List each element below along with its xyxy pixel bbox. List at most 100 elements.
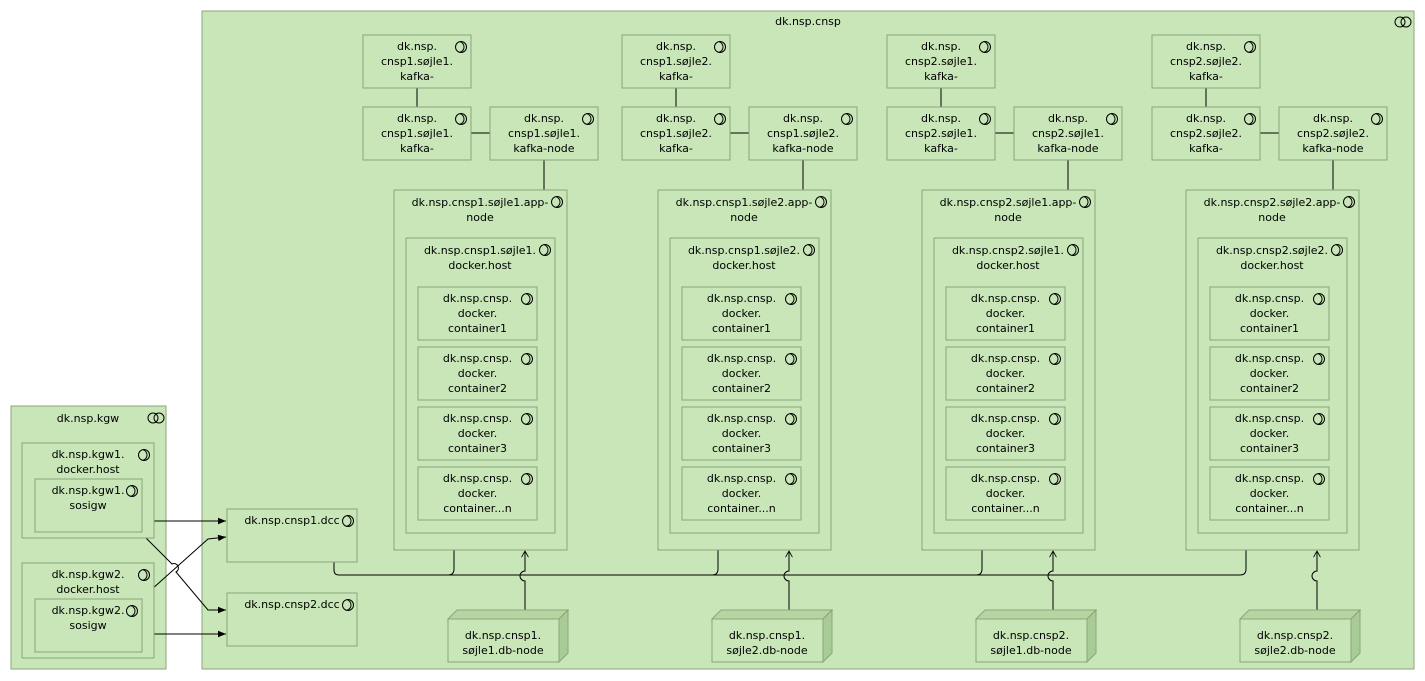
app-node-label: dk.nsp.cnsp1.søjle1.app-node — [412, 196, 549, 224]
app-to-bus-link — [1239, 550, 1247, 576]
docker-container-4-label: dk.nsp.cnsp.docker.container...n — [971, 472, 1040, 515]
db-node-2[interactable]: dk.nsp.cnsp1.søjle2.db-node — [710, 608, 834, 664]
kafka-node-1[interactable]: dk.nsp.cnsp1.søjle1.kafka-node — [489, 106, 599, 161]
node-icon — [1371, 113, 1383, 125]
docker-container-2[interactable]: dk.nsp.cnsp.docker.container2 — [417, 346, 538, 401]
kgw-sosigw-2[interactable]: dk.nsp.kgw2.sosigw — [34, 598, 143, 653]
node-icon — [551, 196, 563, 208]
docker-container-2[interactable]: dk.nsp.cnsp.docker.container2 — [1209, 346, 1330, 401]
node-icon — [1049, 413, 1061, 425]
node-icon — [1313, 293, 1325, 305]
docker-container-4-label: dk.nsp.cnsp.docker.container...n — [707, 472, 776, 515]
node-icon — [455, 41, 467, 53]
docker-container-4[interactable]: dk.nsp.cnsp.docker.container...n — [681, 466, 802, 521]
docker-container-3[interactable]: dk.nsp.cnsp.docker.container3 — [417, 406, 538, 461]
node-icon — [521, 473, 533, 485]
db-node-label: dk.nsp.cnsp1.søjle2.db-node — [726, 629, 807, 657]
db-node-1[interactable]: dk.nsp.cnsp1.søjle1.db-node — [446, 608, 570, 664]
dcc-node-label: dk.nsp.cnsp1.dcc — [244, 514, 339, 527]
node-icon — [979, 41, 991, 53]
kafka-top-1[interactable]: dk.nsp.cnsp1.søjle1.kafka- — [362, 34, 472, 89]
kafka-mid-4[interactable]: dk.nsp.cnsp2.søjle2.kafka- — [1151, 106, 1261, 161]
node-icon — [521, 293, 533, 305]
docker-container-1[interactable]: dk.nsp.cnsp.docker.container1 — [1209, 286, 1330, 341]
docker-container-3-label: dk.nsp.cnsp.docker.container3 — [971, 412, 1040, 455]
docker-container-1-label: dk.nsp.cnsp.docker.container1 — [1235, 292, 1304, 335]
kafka-node-3-label: dk.nsp.cnsp2.søjle1.kafka-node — [1032, 112, 1104, 155]
node-icon — [1049, 353, 1061, 365]
node-icon — [126, 605, 138, 617]
kafka-mid-3[interactable]: dk.nsp.cnsp2.søjle1.kafka- — [886, 106, 996, 161]
docker-container-4[interactable]: dk.nsp.cnsp.docker.container...n — [1209, 466, 1330, 521]
app-node-label: dk.nsp.cnsp2.søjle1.app-node — [940, 196, 1077, 224]
node-icon — [1067, 244, 1079, 256]
docker-container-3-label: dk.nsp.cnsp.docker.container3 — [443, 412, 512, 455]
kgw1-to-cnsp2-arrow — [141, 533, 226, 614]
kafka-mid-1[interactable]: dk.nsp.cnsp1.søjle1.kafka- — [362, 106, 472, 161]
kgw-group-label: dk.nsp.kgw — [57, 412, 119, 425]
docker-container-1-label: dk.nsp.cnsp.docker.container1 — [707, 292, 776, 335]
kafka-mid-3-label: dk.nsp.cnsp2.søjle1.kafka- — [905, 112, 977, 155]
docker-container-1[interactable]: dk.nsp.cnsp.docker.container1 — [681, 286, 802, 341]
kafka-top-4[interactable]: dk.nsp.cnsp2.søjle2.kafka- — [1151, 34, 1261, 89]
kafka-node-2[interactable]: dk.nsp.cnsp1.søjle2.kafka-node — [748, 106, 858, 161]
docker-container-3[interactable]: dk.nsp.cnsp.docker.container3 — [945, 406, 1066, 461]
kafka-top-4-label: dk.nsp.cnsp2.søjle2.kafka- — [1170, 40, 1242, 83]
node-icon — [1244, 41, 1256, 53]
db-node-label: dk.nsp.cnsp2.søjle1.db-node — [990, 629, 1071, 657]
kafka-node-4[interactable]: dk.nsp.cnsp2.søjle2.kafka-node — [1278, 106, 1388, 161]
node-icon — [1313, 413, 1325, 425]
node-icon — [1244, 113, 1256, 125]
dcc-node-2[interactable]: dk.nsp.cnsp2.dcc — [226, 592, 358, 647]
kgw-docker-host-label: dk.nsp.kgw2.docker.host — [52, 568, 125, 596]
app-node-label: dk.nsp.cnsp1.søjle2.app-node — [676, 196, 813, 224]
group-icon — [147, 412, 165, 424]
docker-container-1-label: dk.nsp.cnsp.docker.container1 — [443, 292, 512, 335]
kgw-sosigw-label: dk.nsp.kgw2.sosigw — [52, 604, 125, 632]
docker-container-4-label: dk.nsp.cnsp.docker.container...n — [1235, 472, 1304, 515]
kafka-top-2[interactable]: dk.nsp.cnsp1.søjle2.kafka- — [621, 34, 731, 89]
dcc-node-1[interactable]: dk.nsp.cnsp1.dcc — [226, 508, 358, 563]
kafka-node-3[interactable]: dk.nsp.cnsp2.søjle1.kafka-node — [1013, 106, 1123, 161]
node-icon — [714, 113, 726, 125]
node-icon — [1049, 293, 1061, 305]
node-icon — [342, 515, 354, 527]
node-icon — [785, 473, 797, 485]
db-node-label: dk.nsp.cnsp2.søjle2.db-node — [1254, 629, 1335, 657]
docker-host-label: dk.nsp.cnsp2.søjle2.docker.host — [1216, 244, 1328, 272]
docker-container-4[interactable]: dk.nsp.cnsp.docker.container...n — [945, 466, 1066, 521]
node-icon — [1343, 196, 1355, 208]
db-node-3[interactable]: dk.nsp.cnsp2.søjle1.db-node — [974, 608, 1098, 664]
docker-container-2[interactable]: dk.nsp.cnsp.docker.container2 — [681, 346, 802, 401]
docker-container-1[interactable]: dk.nsp.cnsp.docker.container1 — [945, 286, 1066, 341]
node-icon — [582, 113, 594, 125]
node-icon — [841, 113, 853, 125]
kgw-docker-host-label: dk.nsp.kgw1.docker.host — [52, 448, 125, 476]
db-node-4[interactable]: dk.nsp.cnsp2.søjle2.db-node — [1238, 608, 1362, 664]
docker-container-3[interactable]: dk.nsp.cnsp.docker.container3 — [1209, 406, 1330, 461]
node-icon — [455, 113, 467, 125]
node-icon — [126, 485, 138, 497]
app-node-label: dk.nsp.cnsp2.søjle2.app-node — [1204, 196, 1341, 224]
node-icon — [815, 196, 827, 208]
docker-container-3[interactable]: dk.nsp.cnsp.docker.container3 — [681, 406, 802, 461]
kafka-top-3[interactable]: dk.nsp.cnsp2.søjle1.kafka- — [886, 34, 996, 89]
docker-container-4[interactable]: dk.nsp.cnsp.docker.container...n — [417, 466, 538, 521]
kafka-top-3-label: dk.nsp.cnsp2.søjle1.kafka- — [905, 40, 977, 83]
docker-host-label: dk.nsp.cnsp1.søjle1.docker.host — [424, 244, 536, 272]
dcc-bus-line — [333, 562, 1240, 576]
node-icon — [1106, 113, 1118, 125]
node-icon — [785, 293, 797, 305]
docker-container-3-label: dk.nsp.cnsp.docker.container3 — [1235, 412, 1304, 455]
db-to-app-arrow — [783, 551, 789, 610]
node-icon — [803, 244, 815, 256]
kgw-sosigw-1[interactable]: dk.nsp.kgw1.sosigw — [34, 478, 143, 533]
node-icon — [1079, 196, 1091, 208]
docker-container-2-label: dk.nsp.cnsp.docker.container2 — [971, 352, 1040, 395]
docker-container-1[interactable]: dk.nsp.cnsp.docker.container1 — [417, 286, 538, 341]
node-icon — [138, 569, 150, 581]
kafka-mid-1-label: dk.nsp.cnsp1.søjle1.kafka- — [381, 112, 453, 155]
kgw-sosigw-label: dk.nsp.kgw1.sosigw — [52, 484, 125, 512]
kafka-mid-2[interactable]: dk.nsp.cnsp1.søjle2.kafka- — [621, 106, 731, 161]
docker-container-2[interactable]: dk.nsp.cnsp.docker.container2 — [945, 346, 1066, 401]
